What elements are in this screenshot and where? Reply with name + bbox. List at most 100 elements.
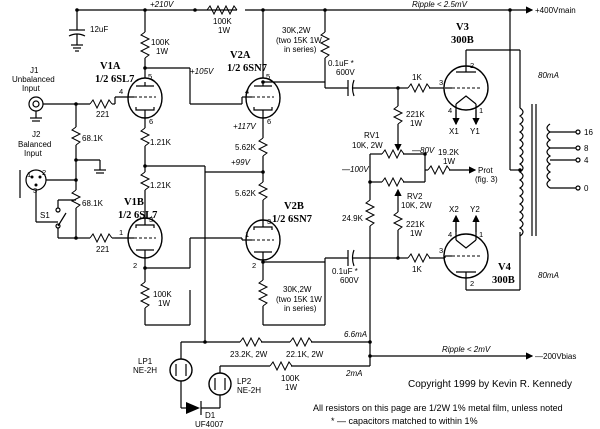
pin-v4-2: 2	[470, 279, 474, 288]
pin-v2a-6: 6	[267, 117, 271, 126]
label-prot: Prot	[478, 166, 493, 175]
title-v1a-type: 1/2 6SL7	[95, 74, 134, 85]
label-tap-0: 0	[584, 184, 589, 193]
label-ripple-top: Ripple < 2.5mV	[412, 0, 468, 9]
tube-v2a	[241, 77, 281, 138]
resistor-221-top	[89, 98, 113, 110]
label-m100v: —100V	[341, 165, 369, 174]
pin-v3-2: 2	[470, 61, 474, 70]
title-v2a-type: 1/2 6SN7	[227, 63, 267, 74]
label-d1-t: UF4007	[195, 420, 224, 429]
label-12uf: 12uF	[90, 25, 108, 34]
pin-v1b-2: 2	[133, 261, 137, 270]
pin-v1a-5: 5	[148, 72, 152, 81]
label-221k-top: 221K	[406, 110, 425, 119]
note-resistors: All resistors on this page are 1/2W 1% m…	[313, 403, 563, 413]
label-1k-bot: 1K	[412, 265, 422, 274]
label-y1: Y1	[470, 127, 480, 136]
pin-v2a-4: 4	[245, 87, 249, 96]
resistor-221k-bot	[392, 211, 404, 231]
resistor-562k-a	[257, 137, 269, 157]
pin-v2b-1: 1	[245, 230, 249, 239]
resistor-121k-a	[139, 127, 151, 147]
label-rv2: RV2	[407, 192, 423, 201]
label-2ma: 2mA	[345, 369, 362, 378]
label-c01-top-v: 600V	[336, 68, 355, 77]
title-v2a: V2A	[230, 50, 251, 61]
label-lp2-t: NE-2H	[237, 386, 261, 395]
label-lp1-t: NE-2H	[133, 366, 157, 375]
jack-j1	[28, 96, 90, 122]
label-210v: +210V	[150, 0, 174, 9]
label-105v: +105V	[190, 67, 214, 76]
resistor-221-bot	[89, 232, 113, 244]
pin-v3-3: 3	[439, 78, 443, 87]
neon-lp2	[208, 366, 232, 408]
output-transformer	[509, 10, 581, 237]
resistor-681k-a	[70, 126, 82, 146]
label-j2-p2: 2	[42, 168, 46, 177]
label-400vmain: +400Vmain	[535, 6, 576, 15]
label-30k-top-n1: (two 15K 1W	[276, 36, 322, 45]
resistor-221k-2w	[289, 336, 313, 348]
label-30k-bot-n1: (two 15K 1W	[276, 295, 322, 304]
note-capacitors: * — capacitors matched to within 1%	[331, 416, 478, 426]
pin-v1a-6: 6	[149, 117, 153, 126]
title-v1b-type: 1/2 6SL7	[118, 210, 157, 221]
label-j1-t1: Unbalanced	[12, 75, 55, 84]
label-681k-b: 68.1K	[82, 199, 104, 208]
tube-v2b	[241, 218, 281, 280]
label-100k-rail: 100K	[213, 17, 232, 26]
label-221-bot: 221	[96, 245, 110, 254]
potentiometer-rv2	[381, 176, 405, 188]
label-681k-a: 68.1K	[82, 134, 104, 143]
label-100k-bias-w: 1W	[285, 383, 297, 392]
title-v4: V4	[498, 262, 512, 273]
label-tap-8: 8	[584, 144, 589, 153]
label-c01-bot: 0.1uF *	[332, 267, 358, 276]
label-30k-bot: 30K,2W	[283, 285, 312, 294]
label-100k-v1b: 100K	[153, 290, 172, 299]
label-200vbias: —200Vbias	[535, 352, 576, 361]
label-y2: Y2	[470, 205, 480, 214]
label-j2-t1: Balanced	[18, 140, 51, 149]
pin-v2b-2: 2	[252, 261, 256, 270]
label-100k-v1a-w: 1W	[156, 47, 168, 56]
jack-j2	[19, 169, 76, 222]
title-v3-type: 300B	[451, 35, 474, 46]
resistor-681k-b	[70, 189, 82, 209]
label-121k-a: 1.21K	[150, 138, 172, 147]
resistor-232k	[239, 336, 263, 348]
label-c01-top: 0.1uF *	[328, 59, 354, 68]
resistor-562k-b	[257, 181, 269, 201]
label-30k-top: 30K,2W	[282, 26, 311, 35]
pin-v1a-4: 4	[119, 87, 123, 96]
label-80ma-a: 80mA	[538, 71, 559, 80]
switch-s1	[36, 199, 76, 239]
resistor-121k-b	[139, 171, 151, 191]
tube-v1a	[115, 77, 163, 128]
pin-v4-1: 1	[479, 230, 483, 239]
resistor-221k-top	[392, 105, 404, 125]
label-117v: +117V	[233, 122, 256, 131]
label-x2: X2	[449, 205, 459, 214]
label-x1: X1	[449, 127, 459, 136]
label-d1: D1	[205, 411, 216, 420]
label-562k-b: 5.62K	[235, 189, 257, 198]
label-30k-top-n2: in series)	[284, 45, 317, 54]
resistor-30k-bot	[257, 279, 269, 307]
label-tap-16: 16	[584, 128, 593, 137]
pin-v2b-3: 3	[267, 217, 271, 226]
pin-v4-3: 3	[439, 246, 443, 255]
neon-lp1	[169, 341, 205, 409]
label-80ma-b: 80mA	[538, 271, 559, 280]
label-rv1: RV1	[364, 131, 380, 140]
label-66ma: 6.6mA	[344, 330, 367, 339]
label-j2-p1: 1	[27, 170, 31, 179]
resistor-100k-rail	[206, 4, 238, 16]
label-100k-v1b-w: 1W	[158, 299, 170, 308]
copyright: Copyright 1999 by Kevin R. Kennedy	[408, 379, 572, 390]
pin-v2a-5: 5	[266, 72, 270, 81]
label-c01-bot-v: 600V	[340, 276, 359, 285]
title-v1a: V1A	[100, 61, 121, 72]
